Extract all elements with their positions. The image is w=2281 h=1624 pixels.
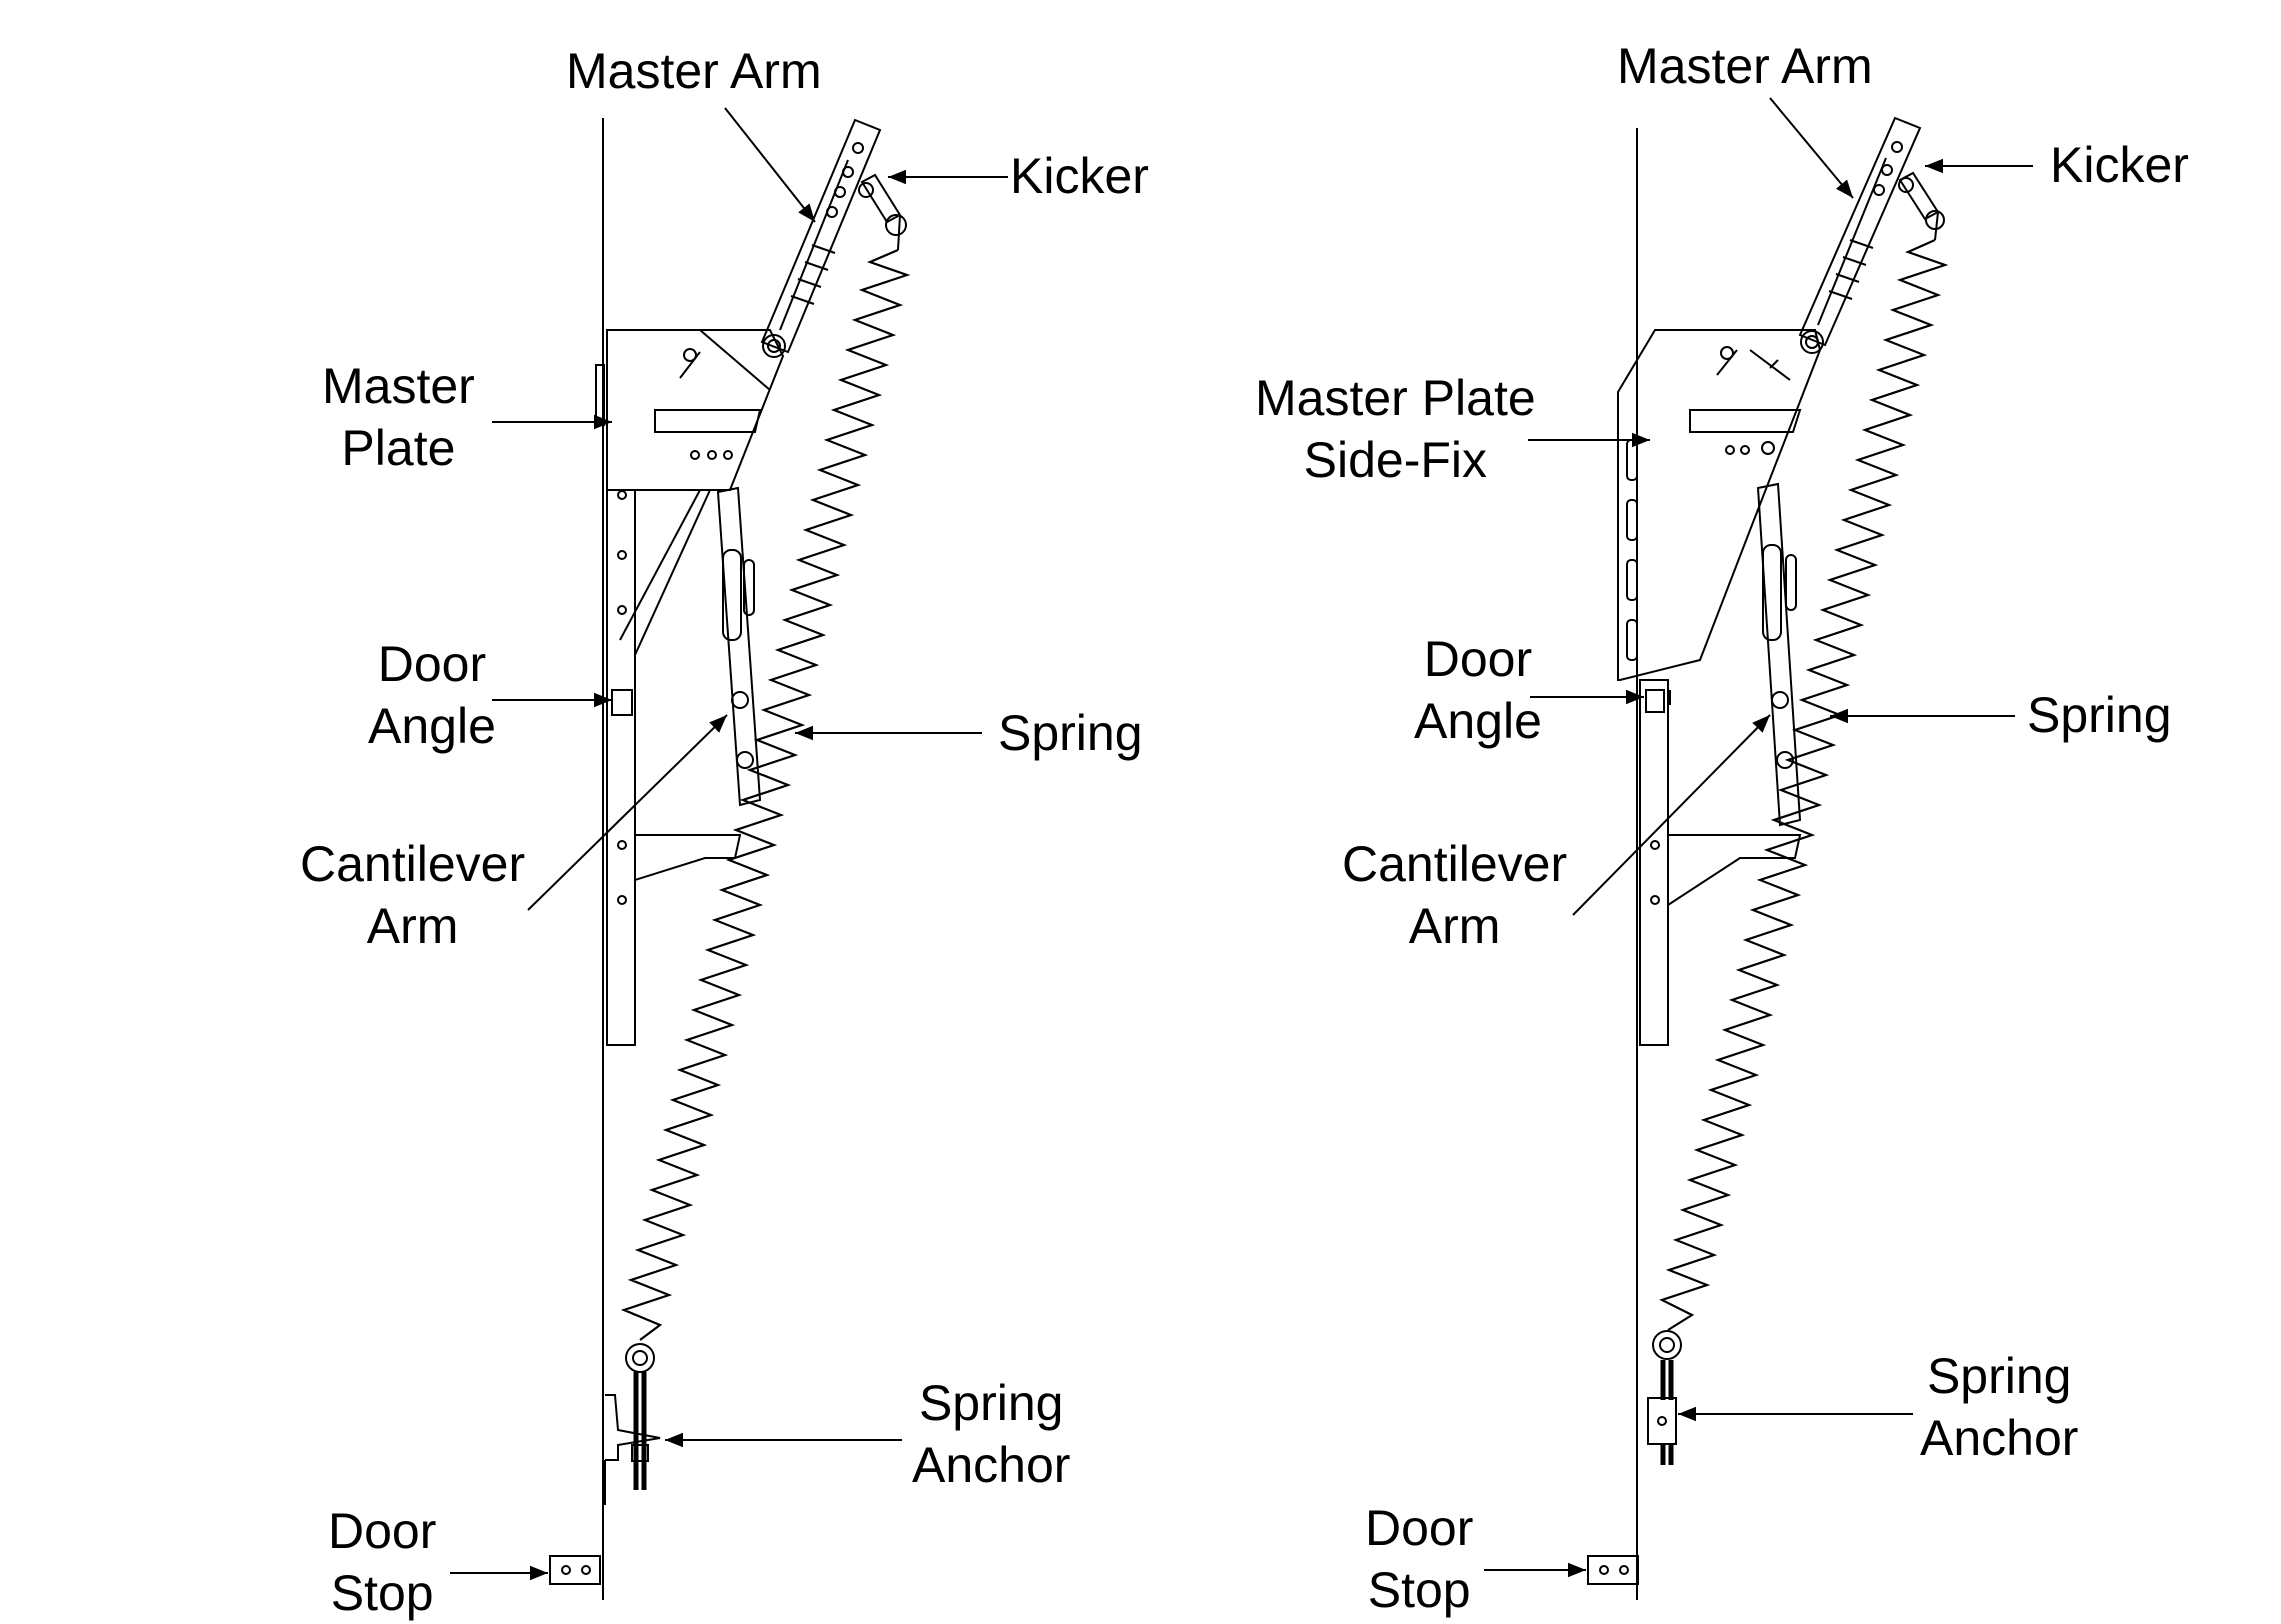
right-label-door-angle-line1: Door xyxy=(1423,631,1533,687)
left-assembly xyxy=(549,118,911,1600)
left-label-master-arm: Master Arm xyxy=(566,40,822,102)
right-spring-anchor xyxy=(1647,1330,1682,1465)
left-label-spring-anchor-line1: Spring xyxy=(918,1375,1064,1431)
right-label-door-angle: Door Angle xyxy=(1414,628,1542,752)
left-label-kicker: Kicker xyxy=(1010,145,1149,207)
right-label-door-stop-line2: Stop xyxy=(1367,1562,1471,1618)
right-master-plate-side-fix xyxy=(1617,329,1822,681)
right-label-master-arm: Master Arm xyxy=(1617,35,1873,97)
right-label-cantilever-arm-line1: Cantilever xyxy=(1342,836,1568,892)
right-label-master-arm-text: Master Arm xyxy=(1617,38,1873,94)
right-spring xyxy=(1659,238,1949,1331)
left-leaders xyxy=(450,107,1008,1581)
right-door-stop xyxy=(1587,1555,1639,1585)
left-label-master-arm-text: Master Arm xyxy=(566,43,822,99)
left-label-cantilever-arm-line1: Cantilever xyxy=(300,836,526,892)
right-label-spring-anchor-line2: Anchor xyxy=(1920,1410,2079,1466)
left-spring-anchor xyxy=(604,1343,661,1505)
left-label-kicker-text: Kicker xyxy=(1010,148,1149,204)
right-label-kicker: Kicker xyxy=(2050,134,2189,196)
right-label-door-angle-line2: Angle xyxy=(1414,693,1542,749)
right-label-door-stop: Door Stop xyxy=(1365,1497,1473,1621)
left-label-spring-text: Spring xyxy=(998,705,1143,761)
right-label-spring-anchor-line1: Spring xyxy=(1926,1348,2072,1404)
right-cantilever-arm xyxy=(1667,482,1802,907)
right-label-kicker-text: Kicker xyxy=(2050,137,2189,193)
right-master-arm xyxy=(1798,116,1922,354)
left-label-cantilever-arm: Cantilever Arm xyxy=(300,833,525,957)
left-spring xyxy=(620,248,911,1341)
left-label-spring-anchor-line2: Anchor xyxy=(912,1437,1071,1493)
left-label-spring-anchor: Spring Anchor xyxy=(912,1372,1070,1496)
right-label-master-plate-line2: Side-Fix xyxy=(1303,432,1488,488)
left-cantilever-arm xyxy=(634,486,762,882)
left-label-door-stop-line1: Door xyxy=(328,1503,437,1559)
left-label-spring: Spring xyxy=(998,702,1143,764)
right-label-cantilever-arm: Cantilever Arm xyxy=(1342,833,1567,957)
left-label-door-angle-line1: Door xyxy=(377,636,487,692)
left-label-door-stop: Door Stop xyxy=(328,1500,436,1624)
right-label-door-stop-line1: Door xyxy=(1365,1500,1474,1556)
right-label-spring-anchor: Spring Anchor xyxy=(1920,1345,2078,1469)
left-door-stop xyxy=(549,1555,601,1585)
left-master-arm xyxy=(760,118,882,358)
right-label-spring: Spring xyxy=(2027,684,2172,746)
right-leaders xyxy=(1484,97,2033,1578)
right-assembly xyxy=(1587,116,1949,1600)
left-door-angle xyxy=(606,489,711,1046)
right-label-master-plate-line1: Master Plate xyxy=(1255,370,1536,426)
left-label-door-angle: Door Angle xyxy=(368,633,496,757)
left-label-door-stop-line2: Stop xyxy=(330,1565,434,1621)
right-label-master-plate-side-fix: Master Plate Side-Fix xyxy=(1255,367,1536,491)
left-label-master-plate-line2: Plate xyxy=(341,420,456,476)
right-door-angle xyxy=(1639,679,1671,1046)
left-label-cantilever-arm-line2: Arm xyxy=(366,898,459,954)
left-master-plate xyxy=(595,329,785,491)
left-label-master-plate-line1: Master xyxy=(322,358,475,414)
left-label-door-angle-line2: Angle xyxy=(368,698,496,754)
left-label-master-plate: Master Plate xyxy=(322,355,475,479)
right-label-cantilever-arm-line2: Arm xyxy=(1408,898,1501,954)
right-label-spring-text: Spring xyxy=(2027,687,2172,743)
